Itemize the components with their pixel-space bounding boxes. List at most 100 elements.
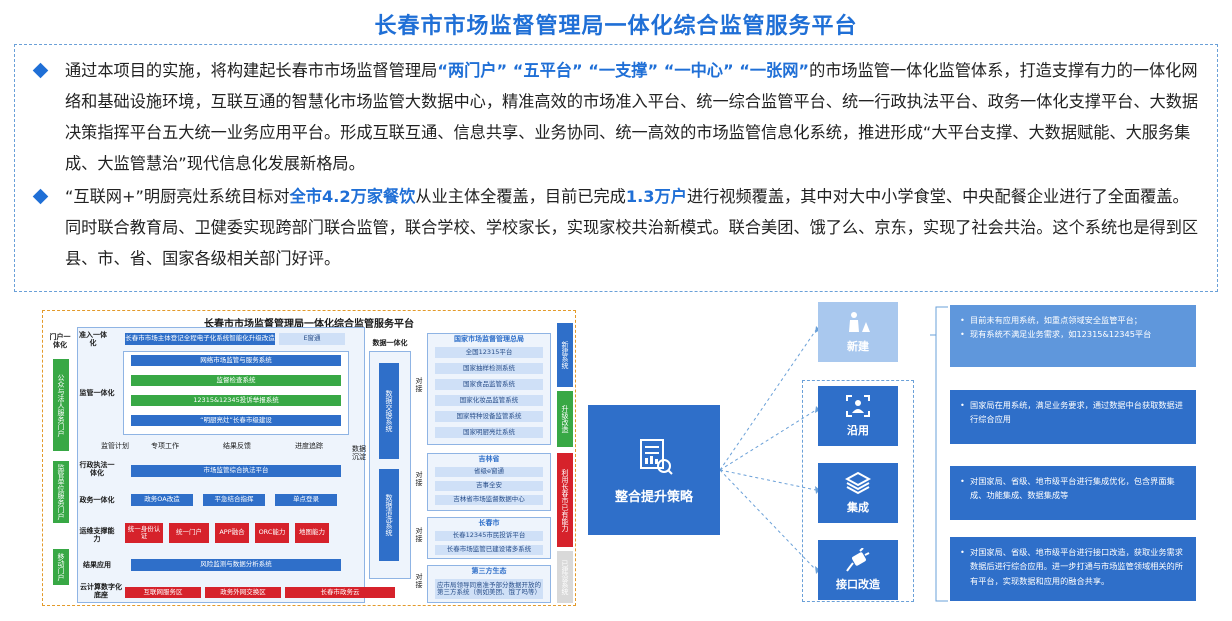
group-national-title: 国家市场监督管理总局 (454, 335, 524, 343)
result-main-box: 风险监测与数据分析系统 (131, 559, 341, 571)
bullet-2-highlight-1: 全市4.2万家餐饮 (289, 187, 416, 206)
category-interface-label: 接口改造 (836, 578, 880, 591)
stack-icon (845, 471, 871, 495)
description-interface-line-1: 对国家局、省级、地市级平台进行接口改造，获取业务需求数据后进行综合应用。进一步打… (960, 545, 1186, 588)
category-dashed-group (802, 380, 914, 602)
category-reuse: 沿用 (818, 386, 898, 446)
gov-label: 政务一体化 (79, 496, 115, 504)
mobile-portal-tag: 移动门户 (53, 549, 69, 585)
ops-item-5: 地图能力 (295, 523, 329, 543)
bullet-2-seg-4: 进行视频覆盖，其中对大中小学食堂、中央配餐企业进行了全面覆盖。同时联合教育局、卫… (65, 187, 1199, 268)
dock-label-2: 对接 (415, 471, 423, 488)
access-side-box: E窗通 (279, 333, 345, 345)
description-new-line-2: 现有系统不满足业务需求，如12315&12345平台 (960, 327, 1186, 342)
ops-label: 运维支撑能力 (79, 527, 115, 544)
tag-new-system: 新建系统 (557, 323, 573, 387)
description-new-line-1: 目前未有应用系统，如重点领域安全监管平台； (960, 313, 1186, 328)
cloud-label: 云计算数字化底座 (80, 583, 122, 600)
bullet-1-seg-0: 通过本项目的实施，将构建起长春市市场监督管理局 (65, 61, 438, 80)
category-new-label: 新建 (847, 340, 869, 353)
group-national-item-2: 国家抽样检测系统 (435, 363, 543, 374)
strategy-box: 整合提升策略 (588, 405, 720, 535)
ops-item-2: 统一门户 (169, 523, 209, 543)
tag-reuse-capability: 利用长春市已有能力 (557, 453, 573, 547)
enforcement-main-box: 市场监管综合执法平台 (131, 465, 341, 477)
group-third-party-item-1: 应市局领导同意准予部分数据开放的第三方系统（例如美团、饿了吗等） (435, 579, 543, 599)
category-reuse-label: 沿用 (847, 424, 869, 437)
diamond-bullet-icon (32, 62, 49, 79)
document-chart-icon (640, 438, 673, 475)
gov-item-2: 平急结合指挥 (203, 494, 265, 506)
plug-icon (846, 548, 870, 572)
description-reuse: 国家局在用系统，满足业务要求，通过数据中台获取数据进行综合应用 (950, 390, 1196, 444)
bullet-2-seg-0: “互联网+”明厨亮灶系统目标对 (65, 187, 290, 206)
cloud-item-1: 互联网服务区 (125, 587, 201, 598)
access-main-box: 长春市市场主体登记全程电子化系统智能化升级改造 (125, 333, 275, 345)
flow-label-1: 监管计划 (101, 442, 129, 450)
bullet-2-highlight-2: 1.3万户 (625, 187, 687, 206)
group-province-title: 吉林省 (478, 455, 500, 463)
category-integrate: 集成 (818, 463, 898, 523)
cloud-item-3: 长春市政务云 (285, 587, 395, 598)
gov-item-3: 单点登录 (275, 494, 337, 506)
flow-label-3: 结果反馈 (223, 442, 251, 450)
group-national-item-1: 全国12315平台 (435, 347, 543, 358)
reuse-icon (846, 395, 870, 417)
tag-existing-system: 已建设系统 (557, 551, 573, 603)
supervision-item-4: “明厨亮灶”长春市级建设 (131, 415, 341, 426)
tag-upgrade: 升级改造 (557, 391, 573, 447)
group-city-item-1: 长春12345市民投诉平台 (435, 531, 543, 541)
gov-item-1: 政务OA改造 (131, 494, 193, 506)
flow-label-4: 进度追踪 (295, 442, 323, 450)
group-national-item-3: 国家食品监管系统 (435, 379, 543, 390)
page-title: 长春市市场监督管理局一体化综合监管服务平台 (374, 14, 858, 39)
supervision-label: 监管一体化 (79, 389, 115, 397)
description-reuse-line-1: 国家局在用系统，满足业务要求，通过数据中台获取数据进行综合应用 (960, 398, 1186, 427)
dock-label-4: 对接 (415, 573, 423, 590)
description-new: 目前未有应用系统，如重点领域安全监管平台； 现有系统不满足业务需求，如12315… (950, 305, 1196, 367)
description-interface: 对国家局、省级、地市级平台进行接口改造，获取业务需求数据后进行综合应用。进一步打… (950, 537, 1196, 601)
summary-text-box: 通过本项目的实施，将构建起长春市市场监督管理局“两门户” “五平台” “一支撑”… (14, 44, 1218, 292)
public-portal-tag: 公众与法人服务门户 (53, 359, 69, 451)
data-integration-label: 数据一体化 (372, 339, 408, 347)
cloud-item-2: 政务外网交换区 (205, 587, 281, 598)
worker-icon (849, 312, 870, 332)
data-sink-label: 数据沉淀 (352, 445, 366, 462)
strategy-label: 整合提升策略 (614, 489, 693, 505)
enforcement-label: 行政执法一体化 (79, 461, 115, 478)
supervision-portal-tag: 监管单位服务门户 (53, 461, 69, 523)
category-interface: 接口改造 (818, 540, 898, 600)
access-label: 准入一体化 (79, 331, 107, 348)
data-exchange-system: 数据交换系统 (379, 363, 399, 459)
diamond-bullet-icon (32, 188, 49, 205)
category-integrate-label: 集成 (847, 501, 869, 514)
connector-lines (720, 326, 820, 574)
bullet-1-seg-2: 的市场监管一体化监管体系，打造支撑有力的一体化网络和基础设施环境，互联互通的智慧… (65, 61, 1199, 173)
group-city-title: 长春市 (478, 519, 500, 527)
group-national-item-4: 国家化妆品监管系统 (435, 395, 543, 406)
result-label: 结果应用 (83, 561, 111, 569)
group-city-item-2: 长春市场监管已建设诸多系统 (435, 545, 543, 555)
category-new: 新建 (818, 302, 898, 362)
data-cleaning-system: 数据清洗系统 (379, 469, 399, 561)
ops-item-4: ORC能力 (255, 523, 289, 543)
ops-item-3: APP融合 (215, 523, 249, 543)
supervision-item-2: 监督检查系统 (131, 375, 341, 386)
supervision-item-1: 网络市场监管与服务系统 (131, 355, 341, 366)
bullet-2-seg-2: 从业主体全覆盖，目前已完成 (415, 187, 626, 206)
group-province-item-3: 吉林省市场监督数据中心 (435, 495, 543, 505)
dock-label-1: 对接 (415, 377, 423, 394)
diagram-title: 长春市市场监督管理局一体化综合监管服务平台 (204, 319, 414, 330)
bracket-connector (930, 306, 948, 602)
bullet-paragraph-1: 通过本项目的实施，将构建起长春市市场监督管理局“两门户” “五平台” “一支撑”… (29, 55, 1203, 179)
bullet-paragraph-2: “互联网+”明厨亮灶系统目标对全市4.2万家餐饮从业主体全覆盖，目前已完成1.3… (29, 181, 1203, 274)
dock-label-3: 对接 (415, 527, 423, 544)
group-national-item-5: 国家特种设备监管系统 (435, 411, 543, 422)
group-province-item-1: 省级e窗通 (435, 467, 543, 477)
flow-label-2: 专项工作 (151, 442, 179, 450)
architecture-diagram: 长春市市场监督管理局一体化综合监管服务平台 门户一体化 公众与法人服务门户 监管… (42, 310, 576, 606)
description-integrate-line-1: 对国家局、省级、地市级平台进行集成优化，包含界面集成、功能集成、数据集成等 (960, 474, 1186, 503)
ops-item-1: 统一身份认证 (125, 523, 163, 543)
group-national-item-6: 国家明厨亮灶系统 (435, 427, 543, 438)
supervision-item-3: 12315&12345投诉举报系统 (131, 395, 341, 406)
